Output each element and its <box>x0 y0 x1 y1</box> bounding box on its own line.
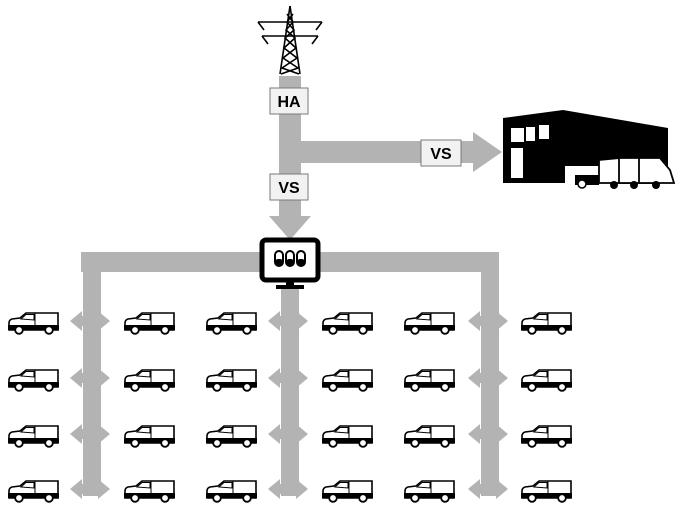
delivery-van-icon <box>205 369 258 392</box>
delivery-van-icon <box>520 480 573 503</box>
ha-label-box: HA <box>269 87 309 115</box>
depot-building-icon <box>503 110 676 189</box>
power-tower-icon <box>257 5 323 75</box>
delivery-van-icon <box>123 480 176 503</box>
delivery-van-icon <box>520 312 573 335</box>
ha-label: HA <box>277 94 301 111</box>
delivery-van-icon <box>321 425 374 448</box>
delivery-van-icon <box>123 312 176 335</box>
delivery-van-icon <box>520 369 573 392</box>
delivery-van-icon <box>520 425 573 448</box>
delivery-van-icon <box>7 480 60 503</box>
delivery-van-icon <box>7 312 60 335</box>
delivery-van-icon <box>7 369 60 392</box>
vs-label-box-down: VS <box>269 173 309 201</box>
vs-label-right: VS <box>430 146 452 163</box>
delivery-van-icon <box>403 425 456 448</box>
delivery-van-icon <box>321 480 374 503</box>
delivery-van-icon <box>123 425 176 448</box>
delivery-van-icon <box>123 369 176 392</box>
delivery-van-icon <box>205 312 258 335</box>
delivery-van-icon <box>321 369 374 392</box>
vs-label-box-right: VS <box>420 139 462 167</box>
delivery-van-icon <box>321 312 374 335</box>
delivery-van-icon <box>205 425 258 448</box>
charging-controller-icon <box>259 237 321 289</box>
delivery-van-icon <box>7 425 60 448</box>
delivery-van-icon <box>205 480 258 503</box>
delivery-van-icon <box>403 312 456 335</box>
vs-label-down: VS <box>278 180 300 197</box>
delivery-van-icon <box>403 480 456 503</box>
delivery-van-icon <box>403 369 456 392</box>
